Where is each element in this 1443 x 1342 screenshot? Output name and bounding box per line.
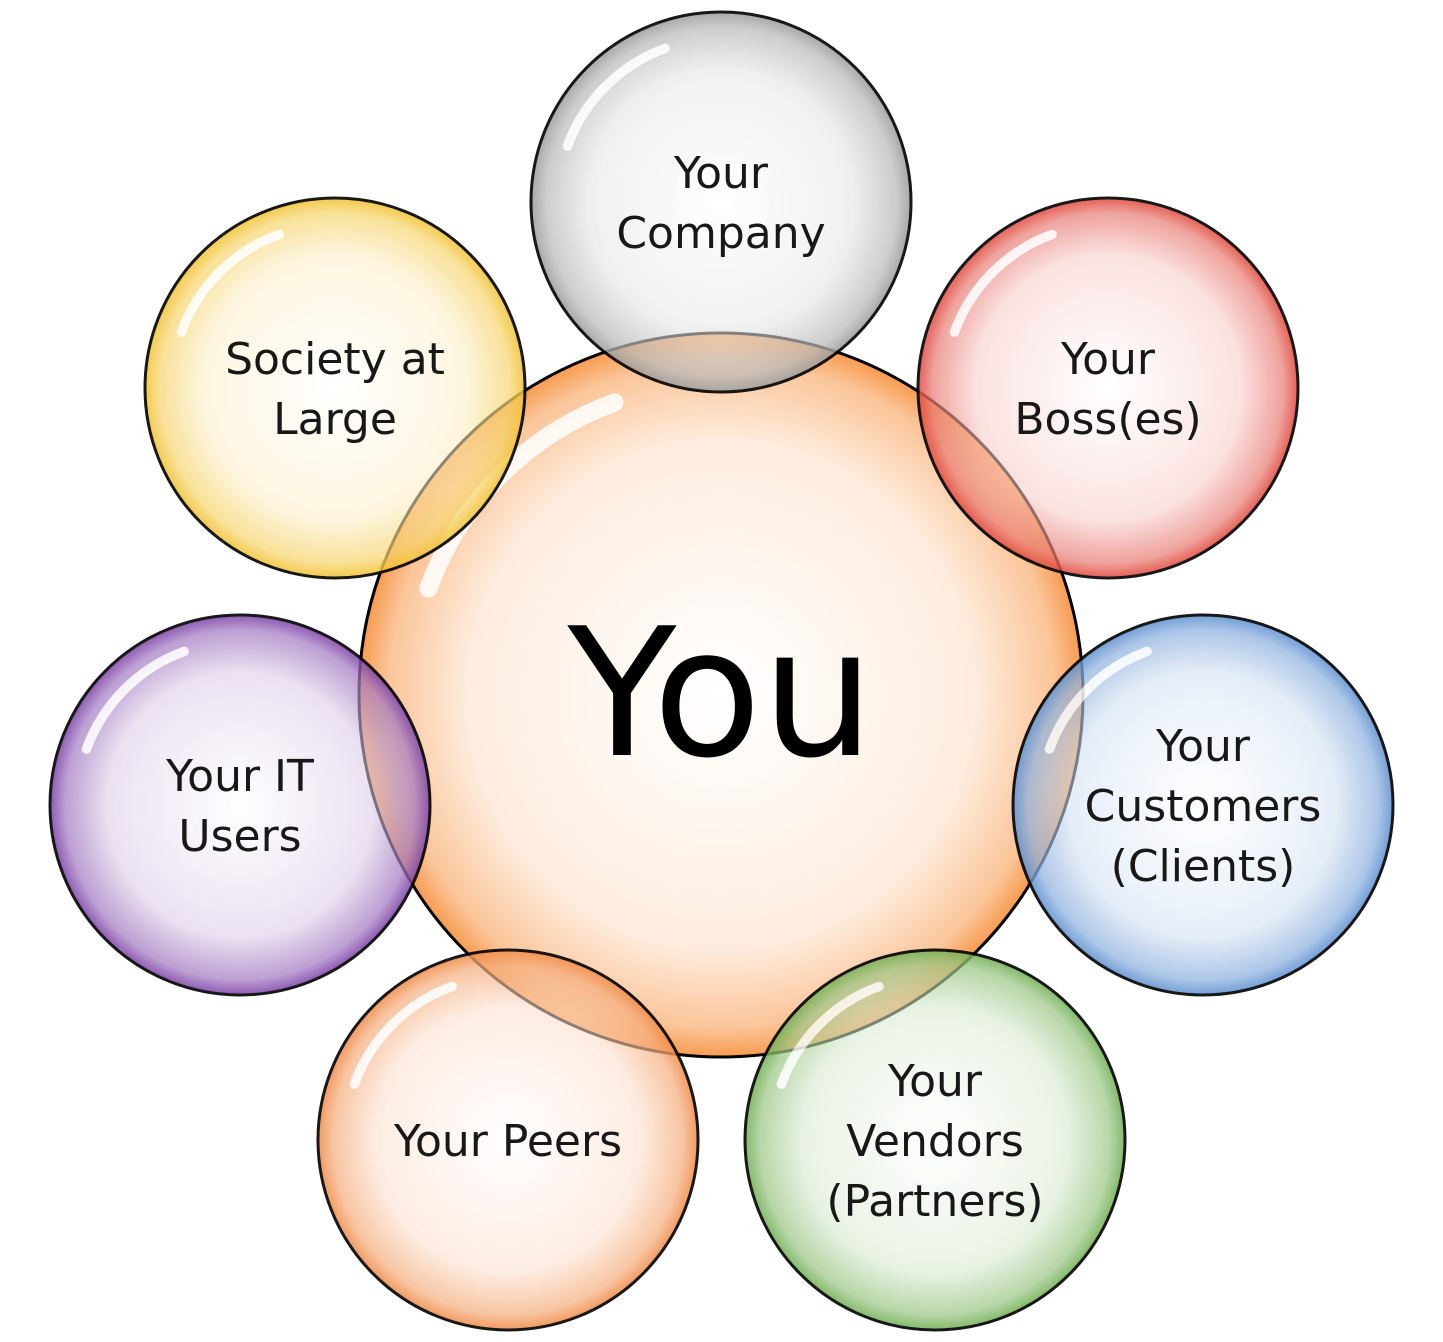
bubble-label-line: Large [273, 394, 397, 445]
bubble-label-line: Society at [225, 334, 445, 385]
gloss-highlight [176, 229, 284, 337]
bubble-peers: Your Peers [316, 948, 700, 1332]
bubble-bosses-circle [916, 196, 1300, 580]
gloss-highlight [81, 646, 189, 754]
gloss-highlight [776, 981, 884, 1089]
bubble-label-line: Your Peers [393, 1116, 622, 1167]
gloss-highlight [349, 981, 457, 1089]
bubble-label-line: Your IT [165, 751, 314, 802]
bubble-label-line: Vendors [846, 1116, 1024, 1167]
bubble-label-line: Your [1155, 721, 1251, 772]
bubble-label-line: (Clients) [1111, 841, 1296, 892]
bubble-label-line: Customers [1085, 781, 1322, 832]
bubble-it-users: Your IT Users [48, 613, 432, 997]
bubble-it-users-circle [48, 613, 432, 997]
gloss-highlight [562, 43, 670, 151]
bubble-label-line: Company [616, 208, 825, 259]
bubble-vendors-circle [743, 948, 1127, 1332]
bubble-label-line: Boss(es) [1014, 394, 1201, 445]
gloss-highlight [949, 229, 1057, 337]
bubble-label-line: Your [887, 1056, 983, 1107]
bubble-label-line: Your [1060, 334, 1156, 385]
bubble-company-circle [529, 10, 913, 394]
bubble-society: Society at Large [143, 196, 527, 580]
bubble-label-line: (Partners) [826, 1176, 1043, 1227]
bubble-label-line: Your [673, 148, 769, 199]
bubble-customers-circle [1011, 613, 1395, 997]
bubble-label-line: Users [178, 811, 301, 862]
bubble-peers-circle [316, 948, 700, 1332]
gloss-highlight [1044, 646, 1152, 754]
bubble-society-circle [143, 196, 527, 580]
center-label: You [567, 590, 875, 797]
